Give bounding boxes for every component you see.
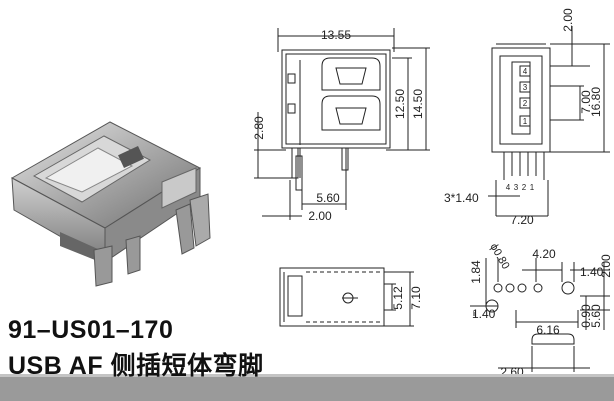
pin-num-top-4: 4 [523, 67, 528, 76]
dim-pin-height: 2.80 [252, 116, 266, 140]
top-dim-inner: 5.12 [391, 286, 405, 310]
pcb-footprint [470, 258, 610, 372]
dim-width: 13.55 [321, 28, 351, 42]
side-dim-pitch-multi: 3*1.40 [444, 191, 479, 205]
side-dim-pitch: 7.00 [579, 90, 593, 114]
front-view [254, 28, 430, 220]
pin-num-top-3: 3 [523, 83, 528, 92]
side-dim-height: 16.80 [589, 87, 603, 117]
dim-pin-span: 5.60 [316, 191, 340, 205]
fp-peg-spacing: 6.16 [536, 323, 560, 337]
footer-shadow [0, 374, 614, 377]
side-dim-width: 7.20 [510, 213, 534, 227]
fp-pitch-a: 4.20 [532, 247, 556, 261]
top-view [279, 267, 414, 327]
fp-pitch-b: 1.40 [580, 265, 604, 279]
pin-num-top-2: 2 [523, 99, 528, 108]
top-dim-outer: 7.10 [409, 286, 423, 310]
model-number: 91–US01–170 [8, 316, 174, 344]
side-dim-top: 2.00 [561, 8, 575, 32]
dim-height-inner: 12.50 [393, 89, 407, 119]
fp-peg-width: 0.90 [579, 304, 593, 328]
fp-hole-dia: ϕ0.80 [487, 242, 511, 272]
pin-num-bottom-3: 3 [514, 183, 519, 192]
fp-right-offset: 2.00 [599, 254, 613, 278]
footer-band [0, 377, 614, 401]
fp-peg-height: 5.60 [589, 304, 603, 328]
pin-num-bottom-2: 2 [522, 183, 527, 192]
fp-peg-left: 1.40 [472, 307, 496, 321]
connector-photo [10, 121, 211, 287]
product-description: USB AF 侧插短体弯脚 [8, 352, 264, 380]
fp-row-offset: 1.84 [469, 260, 483, 284]
pin-num-bottom-4: 4 [506, 183, 511, 192]
side-view [488, 26, 610, 217]
dim-pin-offset: 2.00 [308, 209, 332, 223]
pin-num-top-1: 1 [523, 117, 528, 126]
dim-height-outer: 14.50 [411, 89, 425, 119]
pin-num-bottom-1: 1 [530, 183, 535, 192]
